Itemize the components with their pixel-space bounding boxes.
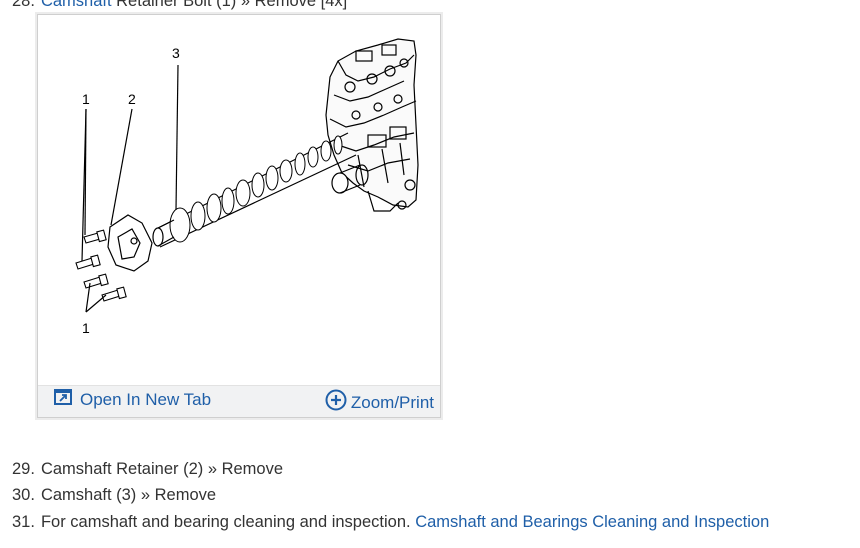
callout-3: 3 bbox=[172, 45, 180, 61]
camshaft-removal-illustration: 1 2 3 1 bbox=[75, 38, 419, 336]
open-new-tab-icon bbox=[54, 389, 72, 410]
step-text: For camshaft and bearing cleaning and in… bbox=[40, 513, 411, 531]
step-number: 28. bbox=[12, 0, 35, 10]
step-text: Camshaft Retainer (2) » Remove bbox=[40, 460, 284, 478]
cleaning-inspection-link[interactable]: Camshaft and Bearings Cleaning and Inspe… bbox=[415, 513, 770, 531]
step-30: 30. Camshaft (3) » Remove bbox=[12, 485, 216, 505]
callout-1-top: 1 bbox=[82, 91, 90, 107]
zoom-print-label: Zoom/Print bbox=[350, 392, 434, 412]
figure-toolbar: Open In New Tab Zoom/Print bbox=[38, 385, 440, 417]
callout-2: 2 bbox=[128, 91, 136, 107]
step-28: 28. Camshaft Retainer Bolt (1) » Remove [… bbox=[12, 0, 347, 11]
step-text: Camshaft (3) » Remove bbox=[40, 486, 217, 504]
step-29: 29. Camshaft Retainer (2) » Remove bbox=[12, 459, 283, 479]
figure-card: 1 2 3 1 Open In New Tab Zoom/Print bbox=[37, 14, 441, 418]
zoom-plus-icon bbox=[325, 389, 347, 416]
open-in-new-tab-label: Open In New Tab bbox=[80, 389, 212, 409]
callout-1-bottom: 1 bbox=[82, 320, 90, 336]
step-number: 30. bbox=[12, 486, 35, 504]
camshaft-link[interactable]: Camshaft bbox=[40, 0, 112, 10]
step-number: 31. bbox=[12, 513, 35, 531]
step-number: 29. bbox=[12, 460, 35, 478]
step-text: Retainer Bolt (1) » Remove [4x] bbox=[116, 0, 348, 10]
step-31: 31. For camshaft and bearing cleaning and… bbox=[12, 512, 769, 532]
zoom-print-button[interactable]: Zoom/Print bbox=[325, 389, 434, 416]
open-in-new-tab-button[interactable]: Open In New Tab bbox=[54, 389, 211, 410]
